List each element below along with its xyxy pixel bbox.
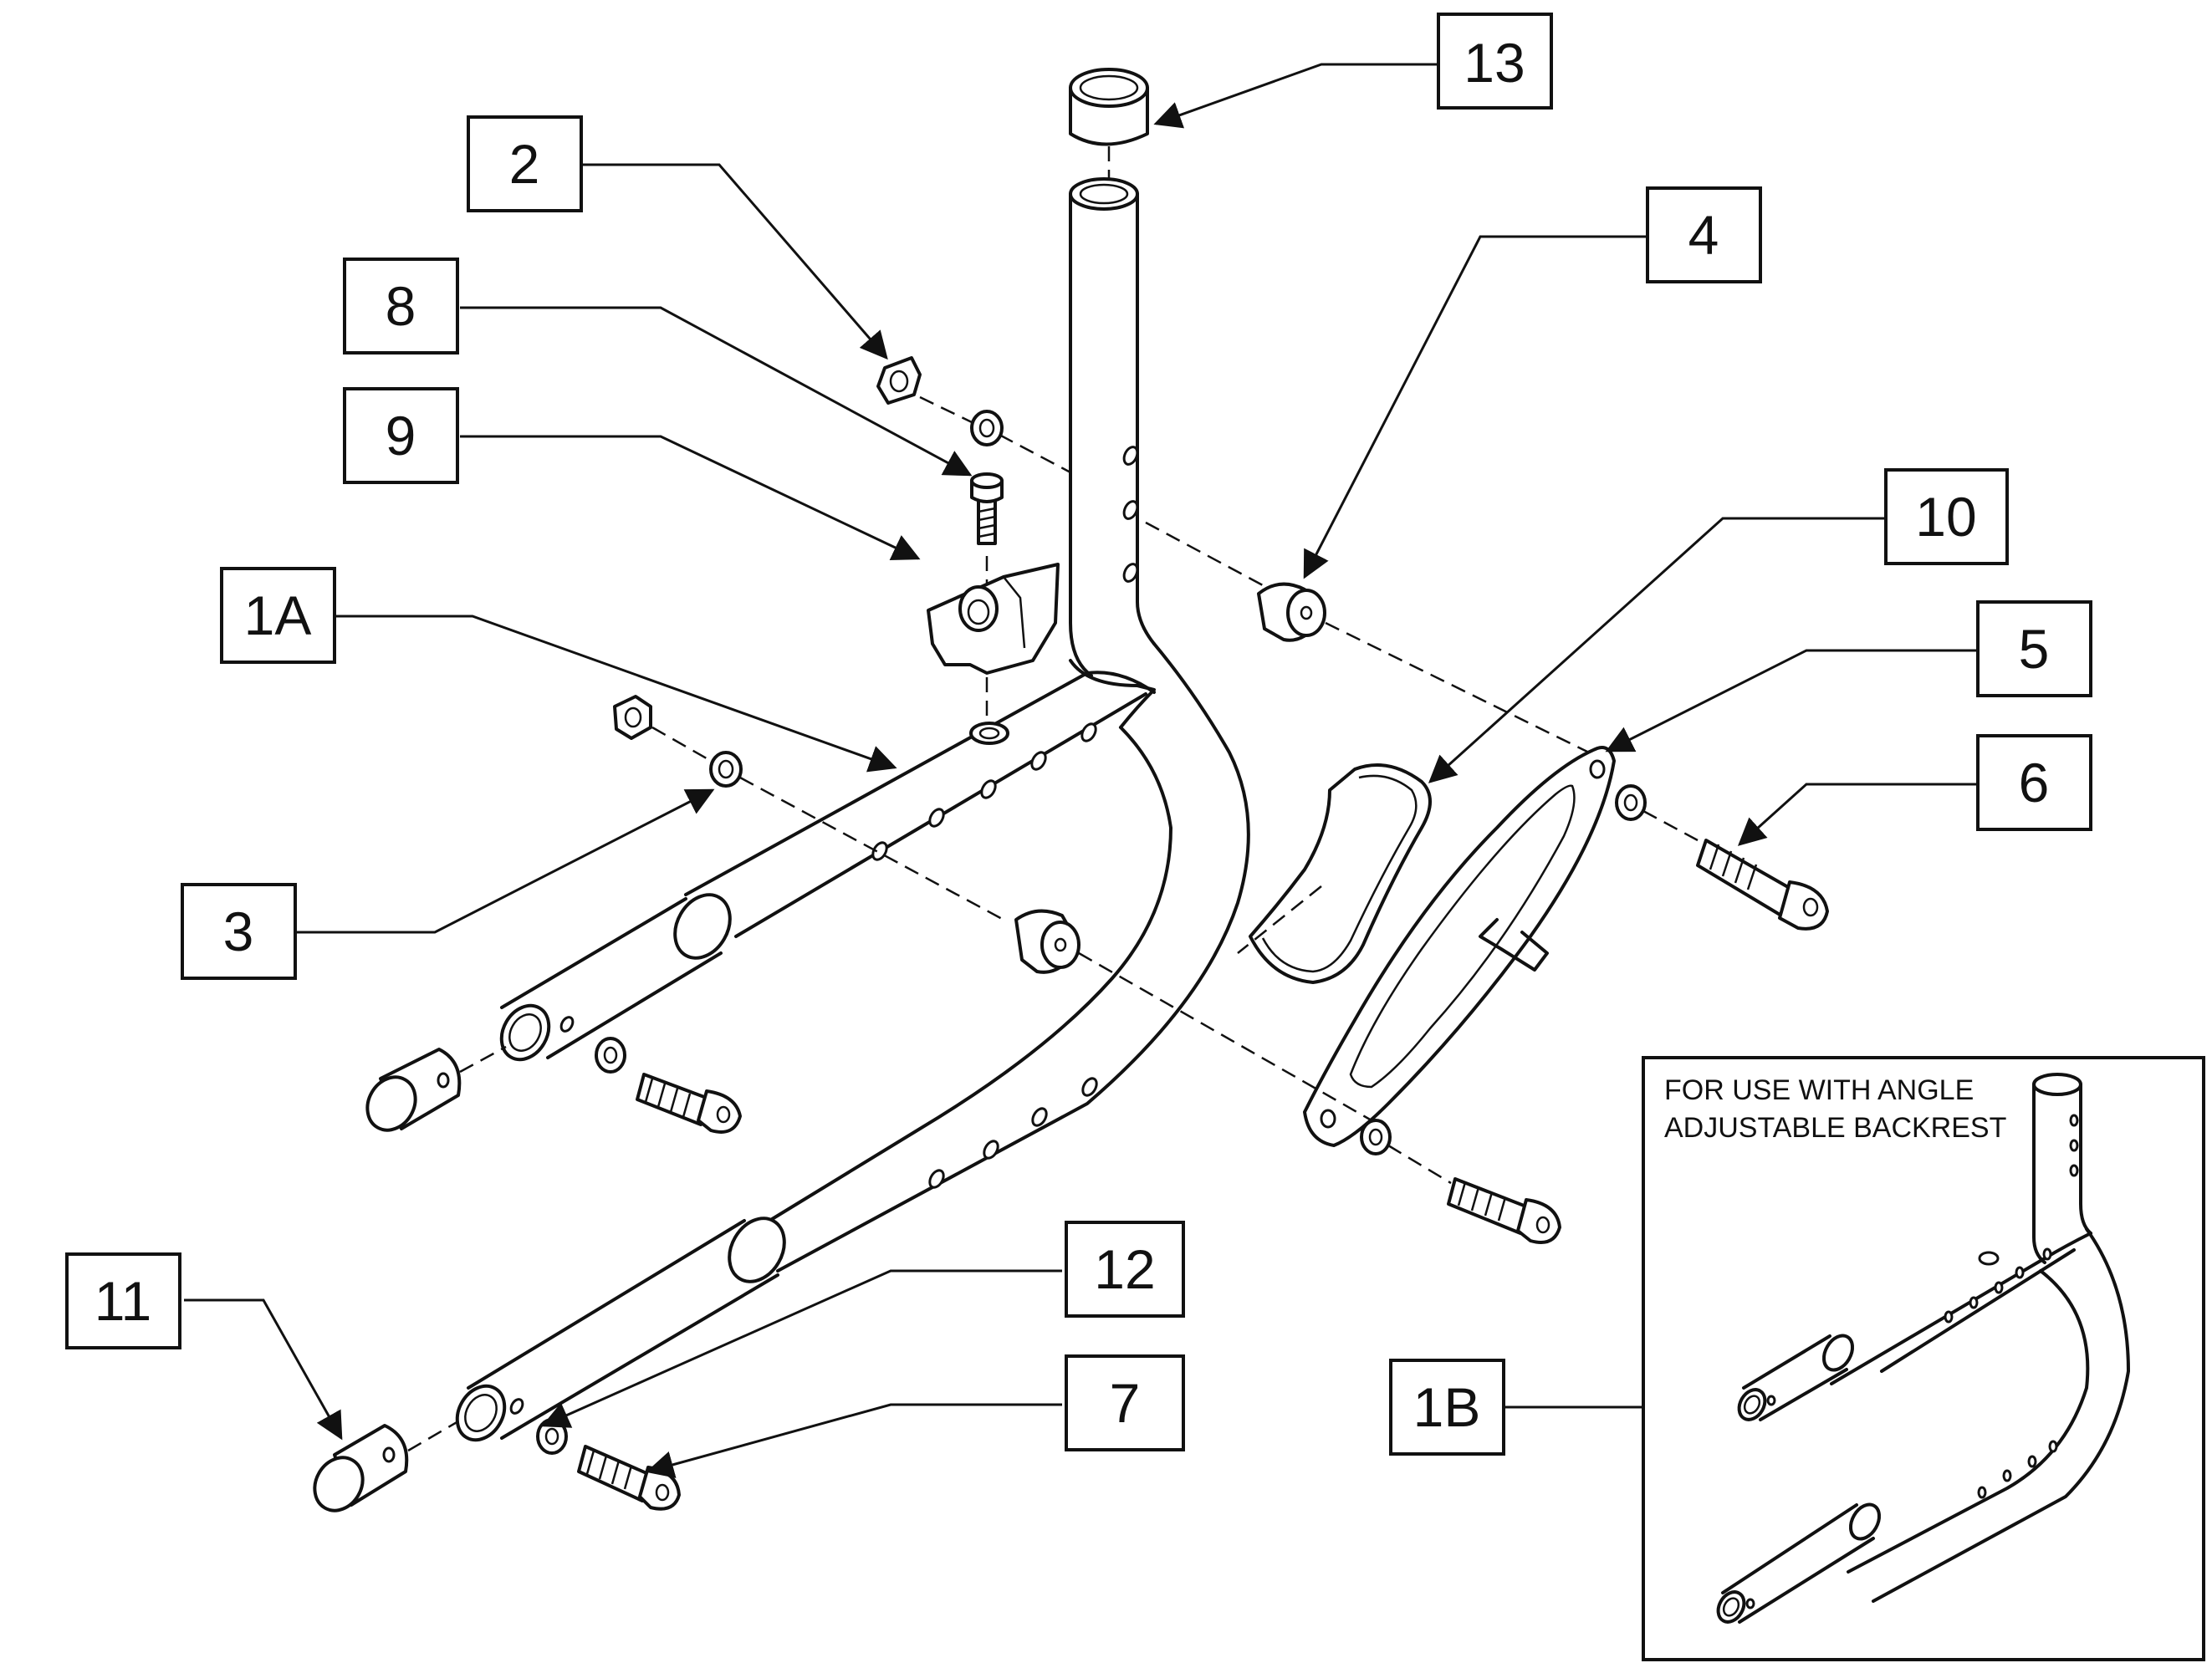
part-2-nut xyxy=(876,356,1264,587)
callout-11-label: 11 xyxy=(95,1270,152,1332)
callout-1a: 1A xyxy=(220,567,336,664)
callout-10: 10 xyxy=(1884,468,2009,565)
callout-4-label: 4 xyxy=(1688,204,1719,266)
callout-12: 12 xyxy=(1065,1221,1185,1318)
callout-2-label: 2 xyxy=(509,133,540,195)
part-3-washer xyxy=(613,695,1372,1122)
leader-lines xyxy=(184,63,1978,1478)
callout-3-label: 3 xyxy=(223,900,254,962)
part-11-end-plug xyxy=(313,1045,507,1512)
callout-10-label: 10 xyxy=(1915,486,1976,548)
frame-1a xyxy=(455,177,1250,1442)
callout-11: 11 xyxy=(65,1252,181,1349)
callout-2: 2 xyxy=(467,115,583,212)
callout-1b-label: 1B xyxy=(1413,1376,1481,1438)
callout-9: 9 xyxy=(343,387,459,484)
part-6-bolt xyxy=(1615,784,1829,931)
inset-1b-panel: FOR USE WITH ANGLE ADJUSTABLE BACKREST xyxy=(1642,1056,2205,1661)
callout-9-label: 9 xyxy=(386,405,416,467)
callout-13: 13 xyxy=(1437,13,1553,110)
part-13-top-cap xyxy=(1069,68,1149,180)
callout-13-label: 13 xyxy=(1464,32,1525,94)
callout-12-label: 12 xyxy=(1094,1238,1155,1300)
inset-note-line2: ADJUSTABLE BACKREST xyxy=(1664,1112,2006,1144)
callout-1a-label: 1A xyxy=(244,584,312,646)
callout-6-label: 6 xyxy=(2019,752,2050,814)
callout-8-label: 8 xyxy=(386,275,416,337)
callout-4: 4 xyxy=(1646,186,1762,283)
callout-6: 6 xyxy=(1976,734,2092,831)
inset-note-line1: FOR USE WITH ANGLE xyxy=(1664,1074,1974,1106)
callout-5-label: 5 xyxy=(2019,618,2050,680)
part-7-screws xyxy=(536,1037,1561,1511)
inset-frame-1b xyxy=(1716,1073,2130,1624)
callout-3: 3 xyxy=(181,883,297,980)
part-10-pad xyxy=(1237,763,1432,984)
part-8-cap-screw xyxy=(970,472,1004,585)
callout-8: 8 xyxy=(343,258,459,355)
callout-1b: 1B xyxy=(1389,1359,1505,1456)
callout-5: 5 xyxy=(1976,600,2092,697)
callout-7-label: 7 xyxy=(1110,1372,1141,1434)
callout-7: 7 xyxy=(1065,1354,1185,1451)
part-4-spacer xyxy=(1257,582,1590,754)
part-5-plate xyxy=(1303,746,1616,1147)
part-9-clamp xyxy=(927,563,1060,745)
